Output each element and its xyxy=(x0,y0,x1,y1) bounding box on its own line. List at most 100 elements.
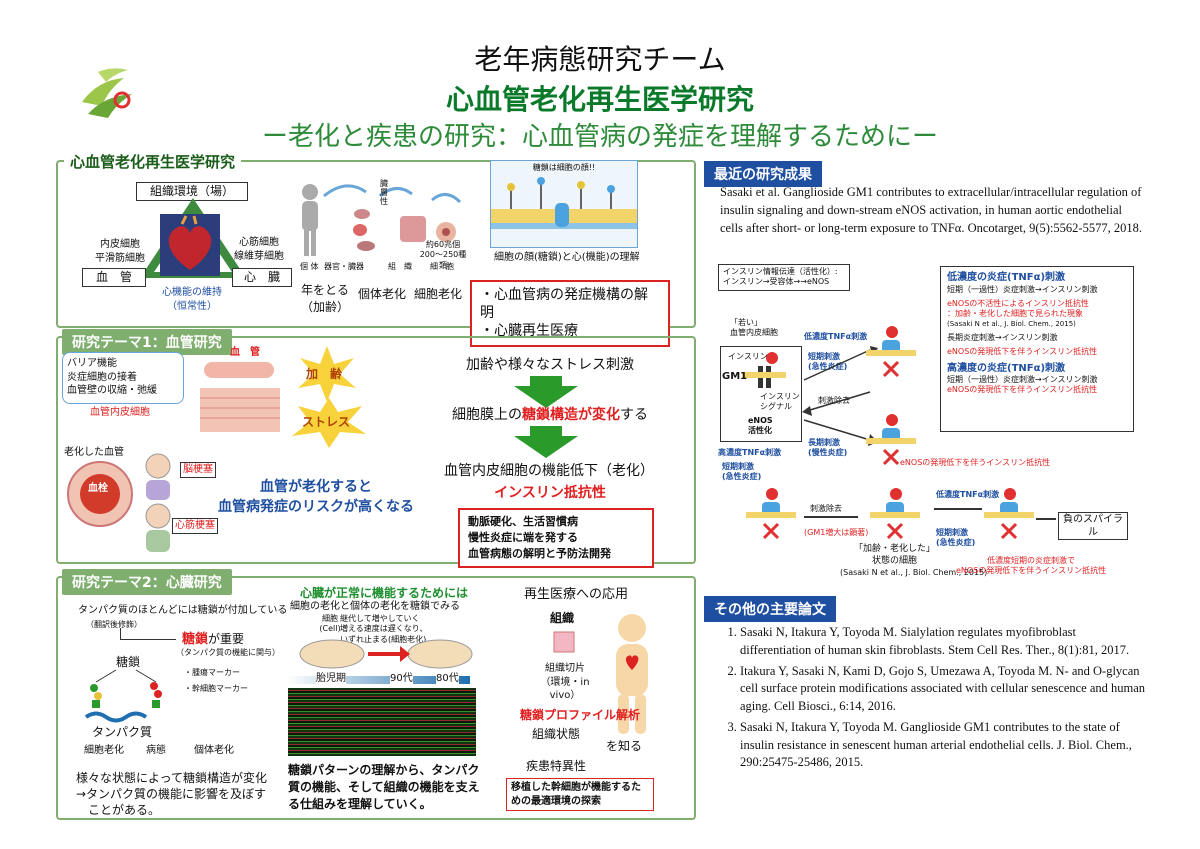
aged-vessel-label: 老化した血管 xyxy=(64,447,124,458)
paper-item: Sasaki N, Itakura Y, Toyoda M. Sialylati… xyxy=(740,624,1148,660)
heart-icon xyxy=(160,214,220,276)
heart-cells: 心筋細胞 線維芽細胞 xyxy=(234,237,284,262)
negative-spiral-box: 負のスパイラル xyxy=(1058,512,1128,540)
legend-high-2: eNOSの発現低下を伴うインスリン抵抗性 xyxy=(947,385,1098,395)
legend-low-2-ref: (Sasaki N et al., J. Biol. Chem., 2015) xyxy=(947,319,1076,328)
legend-low-title: 低濃度の炎症(TNFα)刺激 xyxy=(947,272,1066,283)
theme1-result-item: 慢性炎症に端を発する xyxy=(468,530,578,544)
receptor-icon xyxy=(742,352,786,388)
connector-line xyxy=(120,628,176,640)
person-icon xyxy=(616,614,648,734)
membrane-graphic xyxy=(491,177,637,230)
theme1-result-box: 動脈硬化、生活習慣病 慢性炎症に端を発する 血管病態の解明と予防法開発 xyxy=(458,508,654,568)
elderly-people-icon xyxy=(145,453,171,552)
tissue-state-label: 組織状態 xyxy=(532,727,581,741)
pattern-text: 糖鎖パターンの理解から、タンパク質の機能、そして組織の機能を支える仕組みを理解し… xyxy=(288,763,480,811)
age-label: 80代 xyxy=(436,672,459,686)
recent-results-text: Sasaki et al. Ganglioside GM1 contribute… xyxy=(720,185,1142,235)
face-caption: 細胞の顔(糖鎖)と心(機能)の理解 xyxy=(494,252,640,263)
vessel-cells: 内皮細胞 平滑筋細胞 xyxy=(95,239,145,264)
legend-high-title: 高濃度の炎症(TNFα)刺激 xyxy=(947,362,1066,374)
heart-box: 心 臓 xyxy=(232,268,292,287)
down-arrow-icon xyxy=(514,386,578,408)
body-label: 個 体 xyxy=(300,262,319,271)
other-papers-header: その他の主要論文 xyxy=(704,596,836,622)
glyco-role: （タンパク質の機能に関与） xyxy=(176,648,280,657)
diagram-reference: (Sasaki N et al., J. Biol. Chem., 2015) xyxy=(840,568,988,577)
flow-step-2: 細胞膜上の糖鎖構造が変化する xyxy=(430,404,670,424)
vessel-label: 血 管 xyxy=(230,347,260,358)
page-subtitle: 心血管老化再生医学研究 xyxy=(445,83,754,116)
mi-label: 心筋梗塞 xyxy=(172,518,218,534)
page-tagline: ー老化と疾患の研究：心血管病の発症を理解するためにー xyxy=(261,122,938,152)
state-item: 細胞老化 xyxy=(84,745,124,756)
glyco-important-b: が重要 xyxy=(208,632,245,646)
heatmap-graphic xyxy=(288,688,476,756)
tissue-label-2: 組織 xyxy=(550,611,575,625)
remove-label-2: 刺激除去 xyxy=(810,504,842,513)
plaque-label: 血栓 xyxy=(88,483,108,494)
young-cell-label: 「若い」 血管内皮細胞 xyxy=(730,318,778,338)
protein-graphic xyxy=(84,711,148,723)
tissue-slice-icon xyxy=(553,631,575,653)
organ-vertical-label: 臓層性 xyxy=(380,179,388,206)
recent-results-header: 最近の研究成果 xyxy=(704,161,822,187)
short-term-label: 短期刺激 (急性炎症) xyxy=(808,352,848,372)
organ-label: 器官・臓器 xyxy=(324,262,364,271)
overview-panel xyxy=(56,160,696,328)
state-item: 病態 xyxy=(146,745,166,756)
marker-item: ・幹細胞マーカー xyxy=(184,684,248,693)
legend-low-3: 長期炎症刺激→インスリン刺激 xyxy=(947,332,1058,342)
flow-step-3: 血管内皮細胞の機能低下（老化） xyxy=(444,463,654,479)
sugar-label: 糖鎖 xyxy=(116,655,141,669)
ptm-label: （翻訳後修飾） xyxy=(86,620,142,629)
vessel-wall-graphic xyxy=(200,362,280,432)
protein-label: タンパク質 xyxy=(92,725,153,739)
risk-text: 血管が老化すると 血管病発症のリスクが高くなる xyxy=(218,479,414,515)
theme2-panel xyxy=(56,576,696,820)
theme2-tab: 研究テーマ2：心臓研究 xyxy=(62,569,232,595)
goal-item: ・心臓再生医療 xyxy=(480,323,578,340)
vessel-box: 血 管 xyxy=(82,268,146,287)
stress-burst-label: ストレス xyxy=(302,415,351,429)
goals-box: ・心血管病の発症機構の解明 ・心臓再生医療 xyxy=(470,280,670,347)
cell-description: 継代して増やしていく 増える速度は遅くなり、 いずれ止まる(細胞老化) xyxy=(340,614,428,644)
papers-list: Sasaki N, Itakura Y, Toyoda M. Sialylati… xyxy=(718,624,1148,772)
membrane-diagram: 糖鎖は細胞の顔!! xyxy=(490,160,638,248)
receptor-cell-icon xyxy=(870,488,920,540)
regen-box: 移植した幹細胞が機能するための最適環境の探索 xyxy=(506,778,654,811)
insulin-label: インスリン xyxy=(728,352,768,361)
gm1-up-label: (GM1増大は顕著) xyxy=(804,528,869,537)
cell-label: 細 胞 xyxy=(430,262,454,271)
theme1-result-item: 動脈硬化、生活習慣病 xyxy=(468,515,578,528)
cell-aging-label: 細胞老化 xyxy=(414,287,463,301)
glycoprotein-graphic xyxy=(90,669,162,708)
theme1-panel xyxy=(56,336,696,564)
aging-burst-label: 加 齢 xyxy=(306,367,343,381)
legend-low-1: 短期（一過性）炎症刺激→インスリン刺激 xyxy=(947,284,1098,294)
arrow-line xyxy=(1036,518,1056,520)
regen-title: 再生医療への応用 xyxy=(524,587,629,602)
legend-high-1: 短期（一過性）炎症刺激→インスリン刺激 xyxy=(947,375,1098,385)
receptor-cell-icon xyxy=(866,326,916,378)
low-short-label: 低濃度短期の炎症刺激で eNOSの発現低下を伴うインスリン抵抗性 xyxy=(956,556,1107,576)
vessel-function-box: バリア機能 炎症細胞の接着 血管壁の収縮・弛緩 xyxy=(62,352,184,404)
tissue-slice-label: 組織切片 （環境・in vivo） xyxy=(540,663,590,701)
flow-step-1: 加齢や様々なストレス刺激 xyxy=(466,357,634,373)
page-title: 老年病態研究チーム xyxy=(474,43,726,76)
gm1-label: GM1 xyxy=(722,371,748,382)
disease-label: 疾患特異性 xyxy=(526,759,587,773)
paper-item: Sasaki N, Itakura Y, Toyoda M. Gangliosi… xyxy=(740,719,1148,772)
glyco-important: 糖鎖が重要 xyxy=(182,628,244,647)
flow-step-2-a: 細胞膜上の xyxy=(452,407,522,423)
aged-vessel-graphic xyxy=(67,461,133,527)
vessel-function-item: 炎症細胞の接着 xyxy=(67,371,137,383)
vessel-function-item: バリア機能 xyxy=(67,358,117,369)
goal-item: ・心血管病の発症機構の解明 xyxy=(480,287,648,322)
young-cell-box xyxy=(720,346,802,442)
know-label: を知る xyxy=(606,739,643,753)
marker-item: ・腫瘍マーカー xyxy=(184,668,240,677)
paper-item: Itakura Y, Sasaki N, Kami D, Gojo S, Ume… xyxy=(740,663,1148,716)
endothelial-label: 血管内皮細胞 xyxy=(90,407,150,418)
legend-low-4: eNOSの発現低下を伴うインスリン抵抗性 xyxy=(947,347,1098,357)
